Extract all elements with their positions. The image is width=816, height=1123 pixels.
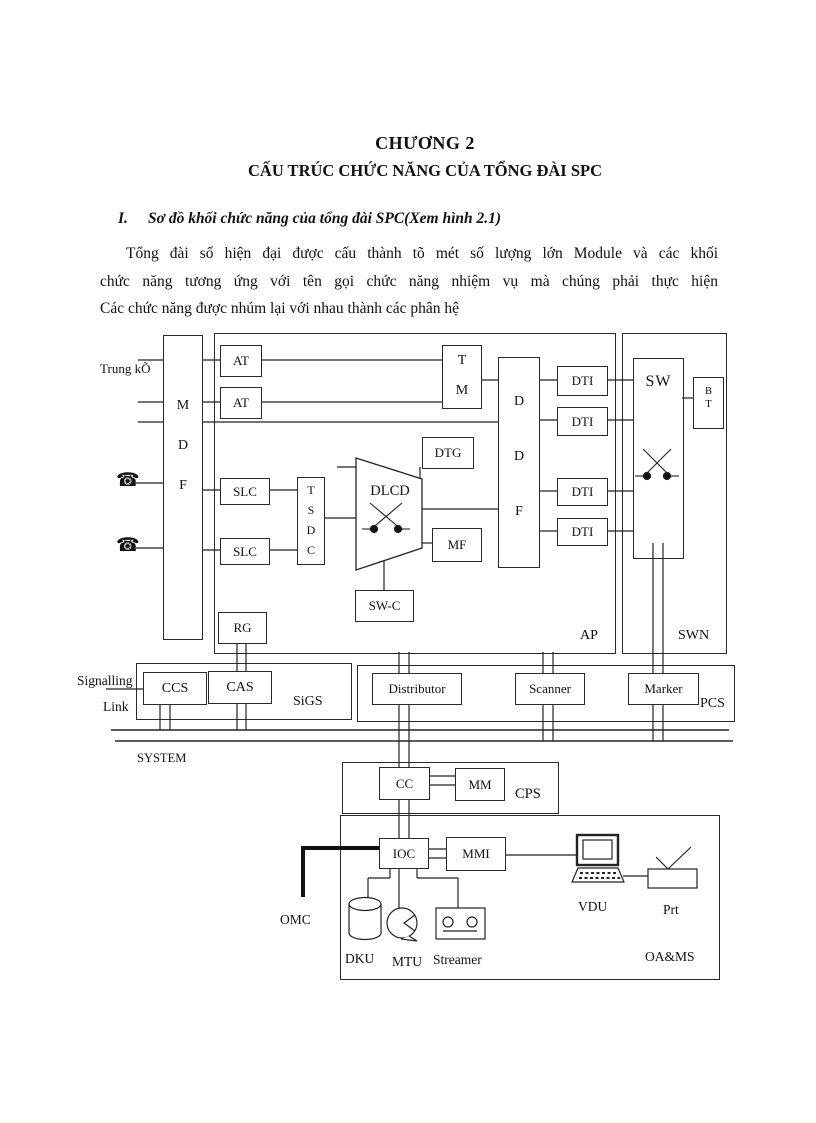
swn-subsystem-label: SWN (678, 628, 710, 643)
block-mf: MF (432, 528, 482, 562)
oams-subsystem-frame (340, 815, 720, 980)
pcs-subsystem-frame (357, 665, 735, 722)
sigs-subsystem-label: SiGS (293, 694, 323, 709)
trunk-label: Trung kÕ (100, 361, 151, 376)
ddf-letter: D (513, 394, 525, 409)
switch-cross-icon (635, 448, 679, 481)
block-cc: CC (379, 767, 430, 800)
body-paragraph: Tổng đài số hiện đại được cấu thành tõ m… (100, 240, 718, 323)
block-slc: SLC (220, 478, 270, 505)
block-tsdc: T S D C (297, 477, 325, 565)
block-mm: MM (455, 768, 505, 801)
block-slc: SLC (220, 538, 270, 565)
paragraph-line: Tổng đài số hiện đại được cấu thành tõ m… (126, 245, 718, 262)
system-bus-label: SYSTEM (137, 751, 187, 765)
signalling-label: Signalling (77, 673, 133, 688)
block-dti: DTI (557, 518, 608, 546)
block-cas: CAS (208, 671, 272, 704)
tm-letter: M (455, 383, 469, 398)
streamer-cassette-icon (435, 907, 486, 940)
block-ccs: CCS (143, 672, 207, 705)
switch-cross-icon (362, 502, 410, 534)
block-mmi: MMI (446, 837, 506, 871)
block-dlcd-label: DLCD (370, 483, 410, 499)
paragraph-line: Các chức năng được nhúm lại với nhau thà… (100, 300, 460, 317)
telephone-icon: ☎ (116, 534, 140, 556)
printer-icon (647, 846, 698, 889)
streamer-device-label: Streamer (433, 952, 482, 967)
block-mdf: M D F (163, 335, 203, 640)
page-title: CHƯƠNG 2 (375, 133, 475, 153)
block-bt: B T (693, 377, 724, 429)
block-tm: T M (442, 345, 482, 409)
omc-label: OMC (280, 912, 311, 927)
sigs-subsystem-frame (136, 663, 352, 720)
oams-subsystem-label: OA&MS (645, 949, 695, 964)
block-at: AT (220, 387, 262, 419)
block-marker: Marker (628, 673, 699, 705)
block-ddf: D D F (498, 357, 540, 568)
telephone-icon: ☎ (116, 469, 140, 491)
section-heading: Sơ đồ khối chức năng của tổng đài SPC(Xe… (148, 210, 502, 227)
dku-device-label: DKU (345, 951, 375, 966)
block-ioc: IOC (379, 838, 429, 869)
block-sw: SW (633, 358, 684, 559)
pcs-subsystem-label: PCS (700, 696, 725, 711)
link-label: Link (103, 699, 129, 714)
tape-reel-icon (386, 907, 418, 942)
block-swc: SW-C (355, 590, 414, 622)
ddf-letter: D (513, 449, 525, 464)
mdf-letter: F (179, 478, 187, 493)
keyboard-icon (571, 867, 625, 883)
block-dti: DTI (557, 366, 608, 396)
block-dti: DTI (557, 478, 608, 506)
omc-thick-link-line (301, 846, 379, 897)
cps-subsystem-label: CPS (515, 786, 541, 802)
block-rg: RG (218, 612, 267, 644)
bt-letter: T (705, 399, 712, 410)
block-at: AT (220, 345, 262, 377)
tsdc-letter: T (307, 483, 315, 497)
mtu-device-label: MTU (392, 954, 422, 969)
tsdc-letter: D (306, 523, 316, 537)
tsdc-letter: C (306, 543, 315, 557)
cps-subsystem-frame (342, 762, 559, 814)
block-dtg: DTG (422, 437, 474, 469)
section-number: I. (118, 210, 128, 227)
monitor-icon (575, 833, 620, 867)
mdf-letter: D (177, 438, 189, 453)
vdu-device-label: VDU (578, 899, 608, 914)
block-dti: DTI (557, 407, 608, 436)
printer-device-label: Prt (663, 902, 679, 917)
tsdc-letter: S (307, 503, 315, 517)
mdf-letter: M (176, 398, 190, 413)
ddf-letter: F (515, 504, 523, 519)
page-subtitle: CẤU TRÚC CHỨC NĂNG CỦA TỔNG ĐÀI SPC (247, 161, 602, 180)
ap-subsystem-label: AP (580, 628, 598, 643)
tm-letter: T (457, 353, 467, 368)
swn-subsystem-frame (622, 333, 727, 654)
block-distributor: Distributor (372, 673, 462, 705)
section-heading-row: I. Sơ đồ khối chức năng của tổng đài SPC(… (118, 210, 738, 228)
disk-cylinder-icon (348, 896, 382, 941)
ap-subsystem-frame (214, 333, 616, 654)
block-scanner: Scanner (515, 673, 585, 705)
bt-letter: B (704, 386, 712, 397)
paragraph-line: chức năng tương ứng với tên gọi chức năn… (100, 272, 718, 290)
